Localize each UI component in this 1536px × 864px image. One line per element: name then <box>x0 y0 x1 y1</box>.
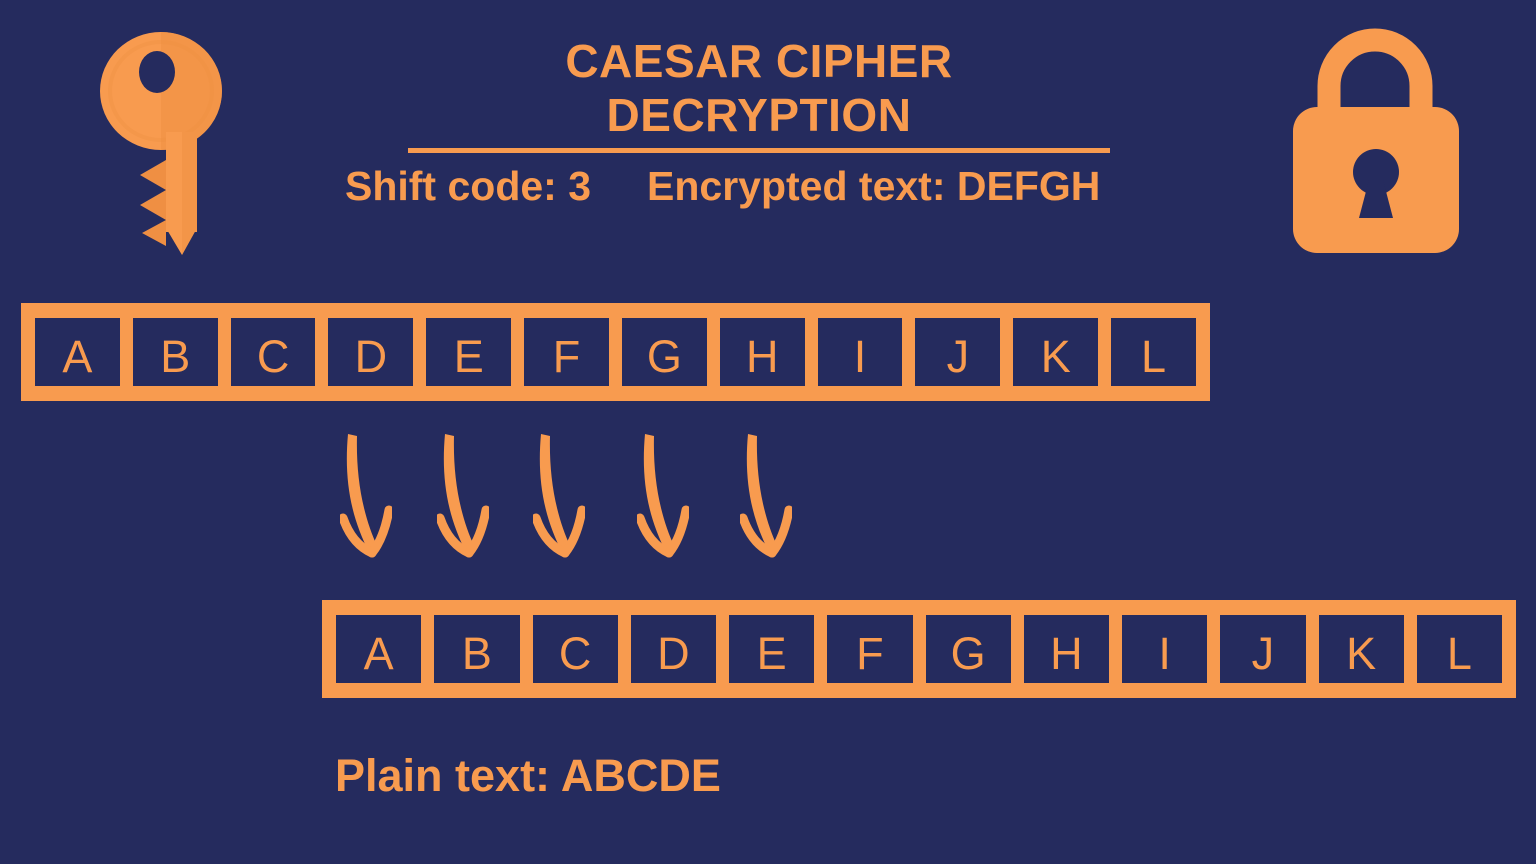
plain-letter-box: D <box>630 615 716 683</box>
plain-letter-box: I <box>1122 615 1208 683</box>
plain-letter-box: A <box>336 615 422 683</box>
plain-letter-box: H <box>1023 615 1109 683</box>
cipher-letter-box: J <box>915 318 1001 386</box>
shift-arrow-icon <box>740 434 792 558</box>
cipher-letter-box: C <box>230 318 316 386</box>
cipher-letter-box: K <box>1013 318 1099 386</box>
cipher-letter-box: D <box>328 318 414 386</box>
plain-letter-box: C <box>532 615 618 683</box>
plain-letter-box: L <box>1416 615 1502 683</box>
shift-arrow-icon <box>637 434 689 558</box>
cipher-letter-box: F <box>524 318 609 386</box>
plain-letter-box: G <box>925 615 1011 683</box>
plain-letter-box: K <box>1318 615 1404 683</box>
plain-text-result: Plain text: ABCDE <box>335 750 721 801</box>
cipher-alphabet-strip: A B C D E F G H I J K L <box>21 303 1210 401</box>
lock-icon <box>1293 28 1459 253</box>
plain-letter-box: B <box>434 615 520 683</box>
plain-letter-box: E <box>729 615 815 683</box>
page-title: CAESAR CIPHER DECRYPTION <box>408 34 1110 153</box>
cipher-letter-box: L <box>1111 318 1196 386</box>
cipher-info-line: Shift code: 3 Encrypted text: DEFGH <box>345 163 1100 210</box>
plain-letter-box: F <box>827 615 913 683</box>
cipher-letter-box: I <box>817 318 903 386</box>
plain-alphabet-strip: A B C D E F G H I J K L <box>322 600 1516 698</box>
shift-arrow-icon <box>340 434 392 558</box>
cipher-letter-box: H <box>719 318 805 386</box>
shift-arrow-icon <box>533 434 585 558</box>
plain-letter-box: J <box>1220 615 1306 683</box>
shift-code-text: Shift code: 3 <box>345 163 592 209</box>
cipher-letter-box: A <box>35 318 120 386</box>
key-icon <box>100 32 222 255</box>
shift-arrow-icon <box>437 434 489 558</box>
cipher-letter-box: E <box>426 318 512 386</box>
encrypted-text: Encrypted text: DEFGH <box>647 163 1101 209</box>
cipher-letter-box: B <box>132 318 218 386</box>
cipher-letter-box: G <box>621 318 707 386</box>
